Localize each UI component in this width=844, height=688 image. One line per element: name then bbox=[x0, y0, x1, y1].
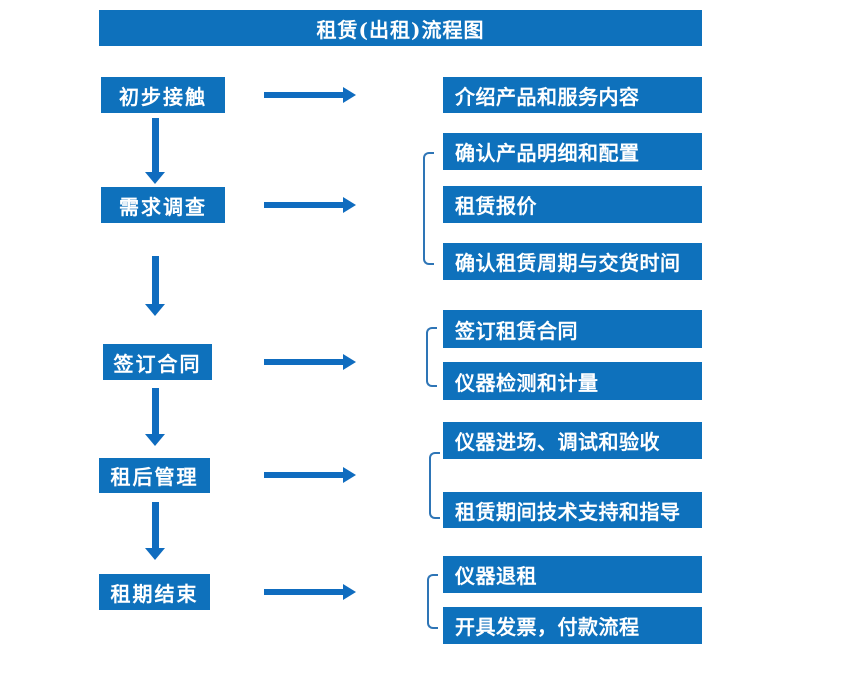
down-arrow-1-head bbox=[145, 172, 165, 184]
down-arrow-3 bbox=[145, 388, 165, 446]
right-arrow-2 bbox=[264, 197, 356, 213]
step-box-rental-end: 租期结束 bbox=[99, 574, 210, 610]
step-box-post-rental-management: 租后管理 bbox=[99, 458, 210, 493]
flowchart-title: 租赁(出租)流程图 bbox=[316, 17, 485, 42]
right-arrow-1 bbox=[264, 87, 356, 103]
down-arrow-4-head bbox=[145, 548, 165, 560]
right-arrow-4-head bbox=[343, 467, 356, 483]
down-arrow-2-shaft bbox=[152, 256, 159, 305]
right-arrow-3-shaft bbox=[264, 359, 345, 365]
detail-box-introduce-products: 介绍产品和服务内容 bbox=[443, 77, 702, 113]
right-arrow-2-head bbox=[343, 197, 356, 213]
right-arrow-5 bbox=[264, 584, 356, 600]
detail-box-instrument-setup-acceptance: 仪器进场、调试和验收 bbox=[443, 422, 702, 459]
right-arrow-5-head bbox=[343, 584, 356, 600]
right-arrow-1-shaft bbox=[264, 92, 345, 98]
right-arrow-5-shaft bbox=[264, 589, 345, 595]
down-arrow-4 bbox=[145, 502, 165, 560]
bracket-demand-survey-group bbox=[423, 152, 434, 265]
down-arrow-2 bbox=[145, 256, 165, 316]
detail-box-technical-support: 租赁期间技术支持和指导 bbox=[443, 492, 702, 528]
right-arrow-4-shaft bbox=[264, 472, 345, 478]
right-arrow-3-head bbox=[343, 354, 356, 370]
bracket-post-rental-group bbox=[429, 452, 440, 519]
bracket-rental-end-group bbox=[427, 574, 438, 629]
step-box-demand-survey: 需求调查 bbox=[101, 187, 225, 223]
down-arrow-3-shaft bbox=[152, 388, 159, 435]
down-arrow-1-shaft bbox=[152, 118, 159, 173]
detail-box-confirm-product-config: 确认产品明细和配置 bbox=[443, 133, 702, 170]
right-arrow-1-head bbox=[343, 87, 356, 103]
detail-box-sign-rental-contract: 签订租赁合同 bbox=[443, 310, 702, 348]
bracket-sign-contract-group bbox=[426, 327, 437, 387]
flowchart-title-bar: 租赁(出租)流程图 bbox=[99, 10, 702, 46]
detail-box-instrument-return: 仪器退租 bbox=[443, 556, 702, 593]
detail-box-rental-quote: 租赁报价 bbox=[443, 186, 702, 223]
down-arrow-1 bbox=[145, 118, 165, 184]
right-arrow-4 bbox=[264, 467, 356, 483]
step-box-sign-contract: 签订合同 bbox=[103, 344, 212, 380]
step-box-initial-contact: 初步接触 bbox=[101, 77, 225, 113]
down-arrow-3-head bbox=[145, 434, 165, 446]
detail-box-instrument-inspection: 仪器检测和计量 bbox=[443, 362, 702, 400]
down-arrow-4-shaft bbox=[152, 502, 159, 549]
right-arrow-2-shaft bbox=[264, 202, 345, 208]
detail-box-invoice-payment: 开具发票，付款流程 bbox=[443, 607, 702, 644]
right-arrow-3 bbox=[264, 354, 356, 370]
down-arrow-2-head bbox=[145, 304, 165, 316]
detail-box-confirm-rental-period: 确认租赁周期与交货时间 bbox=[443, 243, 702, 280]
